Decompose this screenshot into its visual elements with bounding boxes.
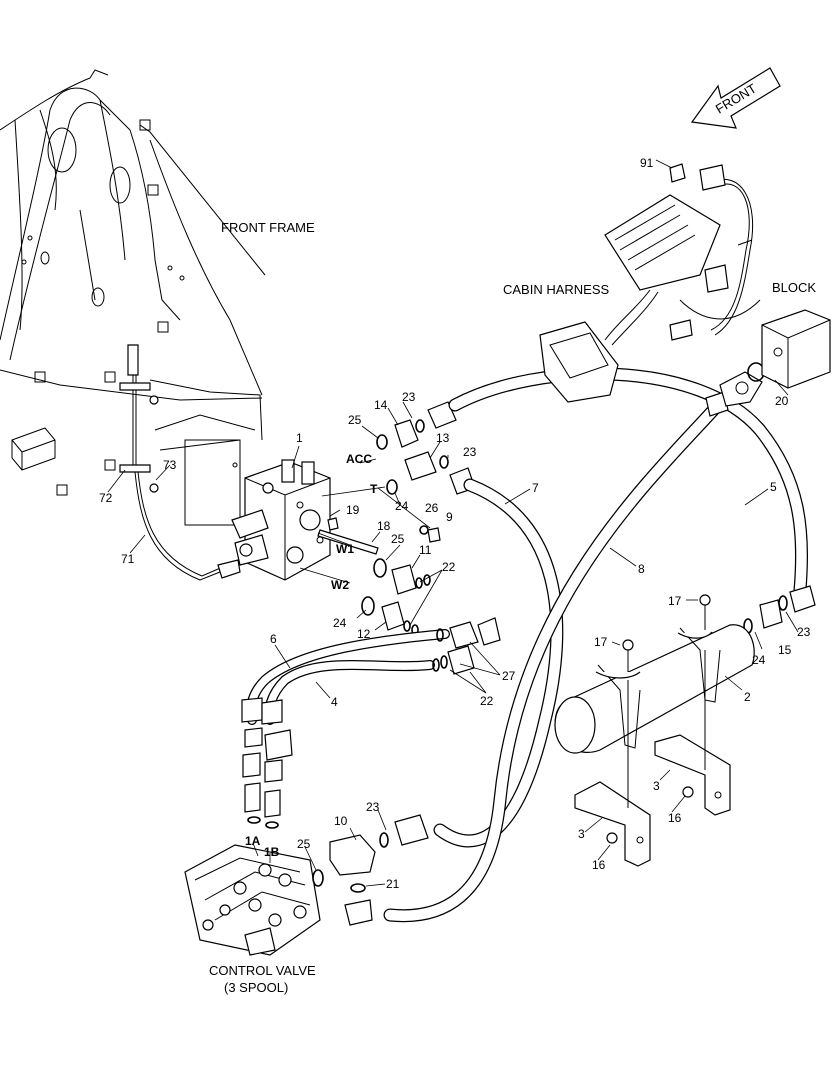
part-numbers: 1 2 3 3 4 5 6 7 8 9 10 11 12 13 14 15 16… <box>99 156 811 891</box>
sensor-line-71 <box>119 344 241 581</box>
part-number-6: 6 <box>270 632 277 646</box>
part-number-24: 24 <box>395 499 409 513</box>
part-number-7: 7 <box>532 481 539 495</box>
front-frame-label: FRONT FRAME <box>221 220 315 235</box>
part-number-11: 11 <box>419 543 432 557</box>
cabin-harness-label: CABIN HARNESS <box>503 282 610 297</box>
valve-block-1 <box>231 459 331 581</box>
part-number-21: 21 <box>386 877 400 891</box>
part-number-2: 2 <box>744 690 751 704</box>
part-number-17: 17 <box>668 594 682 608</box>
part-number-23: 23 <box>463 445 477 459</box>
part-number-16: 16 <box>668 811 682 825</box>
part-number-1: 1 <box>296 431 303 445</box>
part-number-71: 71 <box>121 552 135 566</box>
part-number-19: 19 <box>346 503 360 517</box>
fitting-stack <box>242 727 293 829</box>
control-valve-sublabel: (3 SPOOL) <box>224 980 288 995</box>
part-number-3: 3 <box>578 827 585 841</box>
part-number-3: 3 <box>653 779 660 793</box>
part-number-23: 23 <box>797 625 811 639</box>
part-number-91: 91 <box>640 156 654 170</box>
elbow-10 <box>329 814 429 926</box>
labels: FRONT FRAME CABIN HARNESS BLOCK CONTROL … <box>209 220 816 995</box>
hose-ends <box>241 362 816 725</box>
part-number-12: 12 <box>357 627 371 641</box>
block <box>761 309 831 389</box>
port-w1: W1 <box>336 542 354 556</box>
part-number-13: 13 <box>436 431 450 445</box>
brackets-3 <box>574 650 731 867</box>
part-number-73: 73 <box>163 458 177 472</box>
part-number-18: 18 <box>377 519 391 533</box>
fittings-upper <box>317 401 476 636</box>
part-number-25: 25 <box>348 413 362 427</box>
part-number-16: 16 <box>592 858 606 872</box>
part-number-22: 22 <box>480 694 494 708</box>
control-valve-label: CONTROL VALVE <box>209 963 316 978</box>
part-number-15: 15 <box>778 643 792 657</box>
cabin-harness <box>539 163 761 403</box>
part-number-17: 17 <box>594 635 608 649</box>
port-t: T <box>370 482 378 496</box>
part-number-10: 10 <box>334 814 348 828</box>
port-w2: W2 <box>331 578 349 592</box>
part-number-72: 72 <box>99 491 113 505</box>
part-number-23: 23 <box>402 390 416 404</box>
part-number-20: 20 <box>775 394 789 408</box>
part-number-25: 25 <box>391 532 405 546</box>
port-labels: ACC T W1 W2 1A 1B <box>245 452 378 859</box>
part-number-14: 14 <box>374 398 388 412</box>
part-number-24: 24 <box>752 653 766 667</box>
part-number-26: 26 <box>425 501 439 515</box>
part-number-4: 4 <box>331 695 338 709</box>
block-label: BLOCK <box>772 280 816 295</box>
part-number-27: 27 <box>502 669 516 683</box>
port-1a: 1A <box>245 834 261 848</box>
part-number-22: 22 <box>442 560 456 574</box>
front-frame <box>0 69 266 526</box>
port-acc: ACC <box>346 452 372 466</box>
part-number-24: 24 <box>333 616 347 630</box>
leader-lines <box>107 159 799 887</box>
hoses <box>246 367 809 923</box>
part-number-9: 9 <box>446 510 453 524</box>
part-number-23: 23 <box>366 800 380 814</box>
part-number-8: 8 <box>638 562 645 576</box>
accumulator-2 <box>554 594 755 754</box>
port-1b: 1B <box>264 845 280 859</box>
part-number-25: 25 <box>297 837 311 851</box>
part-number-5: 5 <box>770 480 777 494</box>
front-arrow: FRONT <box>690 67 781 129</box>
control-valve <box>184 844 324 956</box>
